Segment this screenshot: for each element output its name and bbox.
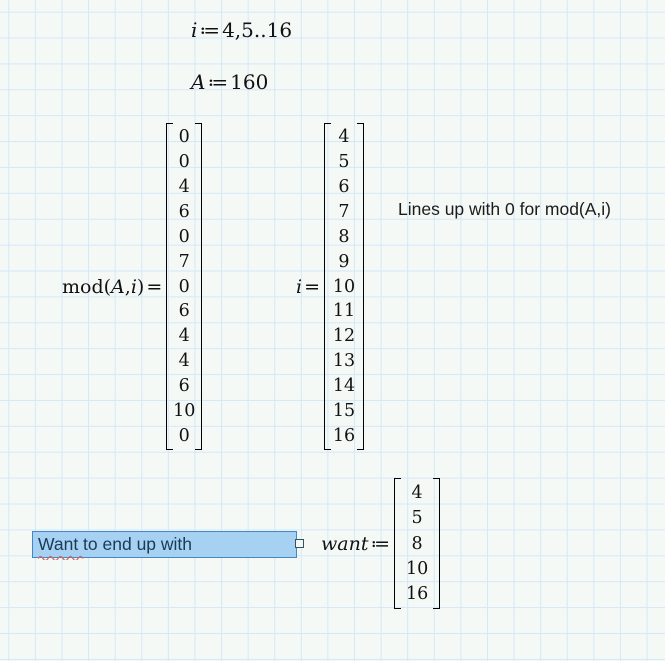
matrix-cell: 4 [411, 482, 423, 503]
variable-want: want [321, 532, 369, 555]
arg-i: i [130, 275, 137, 298]
a-definition-expression[interactable]: A≔160 [191, 71, 268, 93]
equals-operator: = [146, 275, 163, 298]
i-values-matrix: 4 5 6 7 8 9 10 11 12 13 14 15 16 [324, 123, 364, 450]
matrix-cell: 14 [332, 375, 356, 396]
matrix-cell: 0 [178, 226, 190, 247]
matrix-cell: 7 [338, 201, 350, 222]
assign-operator: ≔ [370, 532, 391, 555]
want-values-matrix: 4 5 8 10 16 [394, 478, 441, 609]
matrix-cell: 10 [405, 558, 429, 579]
matrix-cell: 0 [178, 425, 190, 446]
spellcheck-squiggle [38, 555, 84, 560]
matrix-cell: 0 [178, 276, 190, 297]
variable-i: i [191, 18, 198, 42]
matrix-cell: 6 [178, 201, 190, 222]
variable-a: A [191, 70, 206, 94]
matrix-cell: 16 [332, 425, 356, 446]
close-paren: ) [136, 275, 145, 298]
selected-text: Want to end up with [38, 534, 193, 554]
matrix-cell: 12 [332, 326, 356, 347]
a-value: 160 [230, 70, 269, 94]
comma: , [124, 275, 131, 298]
matrix-cell: 0 [178, 152, 190, 173]
matrix-cell: 5 [338, 152, 350, 173]
mod-evaluation-expression[interactable]: mod(A,i)= 0 0 4 6 0 7 0 6 4 4 6 10 0 [62, 123, 203, 450]
mod-expression-label: mod(A,i)= [62, 276, 164, 298]
matrix-cell: 6 [178, 301, 190, 322]
open-paren: ( [103, 275, 112, 298]
text-region-resize-handle[interactable] [295, 539, 304, 548]
equals-operator: = [304, 275, 320, 298]
matrix-cell: 4 [178, 177, 190, 198]
matrix-cell: 5 [411, 508, 423, 529]
selected-text-region[interactable]: Want to end up with [32, 531, 297, 560]
matrix-cell: 6 [338, 177, 350, 198]
matrix-cell: 11 [332, 301, 356, 322]
matrix-cell: 16 [405, 584, 429, 605]
matrix-cell: 8 [338, 226, 350, 247]
variable-i: i [296, 275, 303, 298]
i-evaluation-expression[interactable]: i= 4 5 6 7 8 9 10 11 12 13 14 15 16 [296, 123, 364, 450]
range-definition-expression[interactable]: i≔4,5..16 [191, 19, 292, 41]
matrix-cell: 6 [178, 375, 190, 396]
matrix-cell: 10 [173, 400, 196, 421]
arg-a: A [111, 275, 125, 298]
matrix-cell: 9 [338, 251, 350, 272]
matrix-cell: 4 [338, 127, 350, 148]
mod-result-matrix: 0 0 4 6 0 7 0 6 4 4 6 10 0 [166, 123, 203, 450]
matrix-cell: 15 [332, 400, 356, 421]
matrix-cell: 10 [332, 276, 356, 297]
assign-operator: ≔ [199, 18, 221, 42]
matrix-cell: 4 [178, 351, 190, 372]
want-expression-label: want≔ [321, 533, 392, 555]
range-values: 4,5..16 [222, 18, 293, 42]
matrix-cell: 7 [178, 251, 190, 272]
matrix-cell: 13 [332, 351, 356, 372]
mod-function-name: mod [62, 275, 104, 298]
lines-up-note-text[interactable]: Lines up with 0 for mod(A,i) [398, 199, 612, 219]
matrix-cell: 0 [178, 127, 190, 148]
assign-operator: ≔ [207, 70, 229, 94]
matrix-cell: 4 [178, 326, 190, 347]
matrix-cell: 8 [411, 533, 423, 554]
want-definition-expression[interactable]: want≔ 4 5 8 10 16 [321, 478, 441, 609]
i-expression-label: i= [296, 276, 322, 298]
